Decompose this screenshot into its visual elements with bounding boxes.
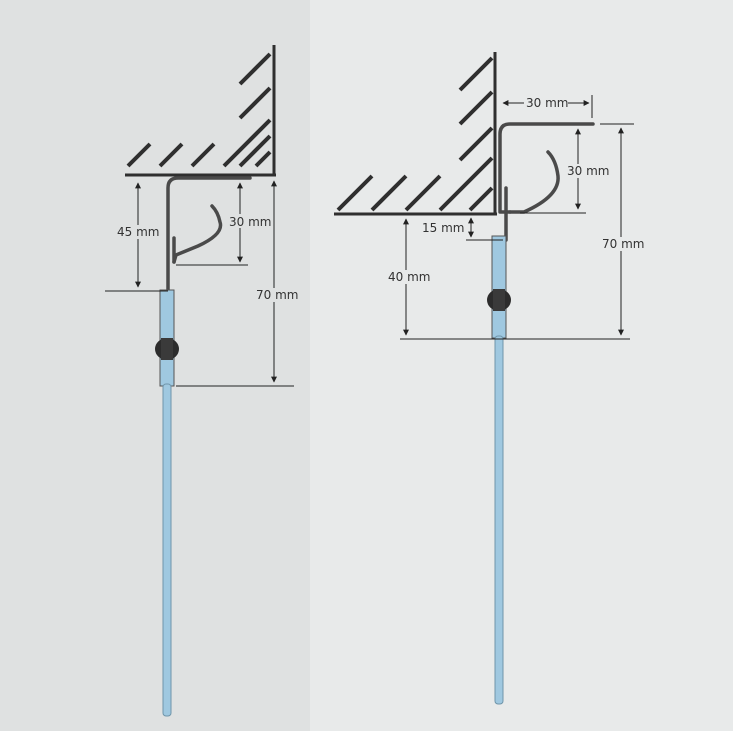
left-wall-ceiling xyxy=(125,45,276,177)
right-dimensions xyxy=(400,95,634,340)
left-panel-background xyxy=(0,0,310,731)
left-dim-hook-height: 30 mm xyxy=(229,215,271,229)
left-dim-total-drop: 70 mm xyxy=(256,288,298,302)
left-dim-hook-drop: 45 mm xyxy=(117,225,159,239)
left-dimensions xyxy=(105,180,294,387)
left-rod xyxy=(155,289,179,717)
right-dim-top-reach: 30 mm xyxy=(526,96,568,110)
right-dim-gap: 15 mm xyxy=(422,221,464,235)
right-panel-background xyxy=(310,0,733,731)
right-rod xyxy=(487,235,511,705)
right-hook xyxy=(498,122,595,242)
right-dim-rod-drop: 40 mm xyxy=(388,270,430,284)
left-hook xyxy=(166,176,252,294)
right-dim-hook-height: 30 mm xyxy=(567,164,609,178)
right-dim-total-drop: 70 mm xyxy=(602,237,644,251)
right-wall-ceiling xyxy=(334,52,497,216)
